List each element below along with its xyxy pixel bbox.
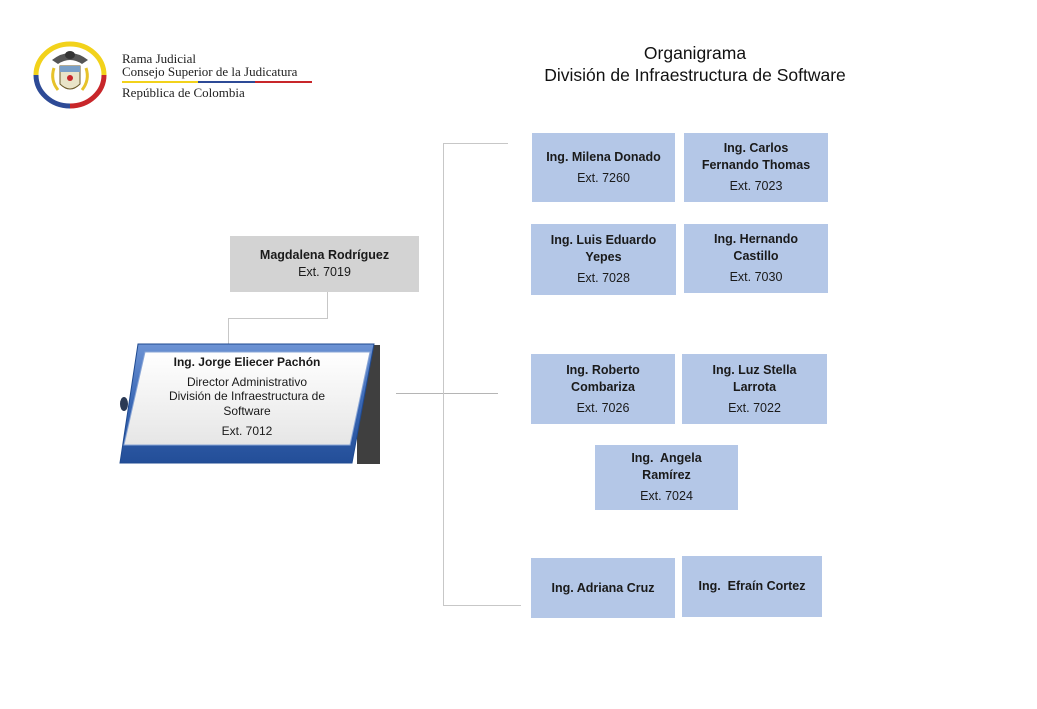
- director-connector-dot: [120, 397, 128, 411]
- director-text: Ing. Jorge Eliecer Pachón Director Admin…: [152, 355, 342, 439]
- connector-top-branch: [443, 143, 508, 144]
- connector-assistant-down: [327, 292, 328, 318]
- staff-name: Ing. Luis Eduardo Yepes: [550, 233, 657, 264]
- staff-ext: Ext. 7260: [577, 170, 630, 185]
- connector-bottom-branch: [443, 605, 521, 606]
- logo-text: Rama Judicial Consejo Superior de la Jud…: [122, 52, 312, 100]
- staff-name: Ing. Adriana Cruz: [551, 580, 655, 595]
- logo-line-republica: República de Colombia: [122, 85, 245, 100]
- director-role: Director Administrativo: [186, 374, 308, 389]
- director-ext: Ext. 7012: [221, 424, 273, 438]
- staff-name: Ing. Carlos Fernando Thomas: [701, 141, 811, 172]
- chart-title: Organigrama División de Infraestructura …: [500, 42, 890, 86]
- staff-ext: Ext. 7024: [640, 489, 693, 503]
- staff-box-luis-eduardo-yepes[interactable]: Ing. Luis Eduardo Yepes Ext. 7028: [531, 224, 676, 295]
- director-division: División de Infraestructura de Software: [168, 389, 326, 418]
- staff-name: Ing. Luz Stella Larrota: [712, 362, 797, 394]
- staff-box-roberto-combariza[interactable]: Ing. Roberto Combariza Ext. 7026: [531, 354, 675, 424]
- logo-line-consejo: Consejo Superior de la Judicatura: [122, 64, 298, 79]
- staff-box-efrain-cortez[interactable]: Ing. Efraín Cortez: [682, 556, 822, 617]
- connector-assistant-to-director: [228, 318, 229, 344]
- staff-ext: Ext. 7026: [576, 400, 630, 415]
- staff-name: Ing. Roberto Combariza: [566, 362, 640, 394]
- staff-name: Ing. Angela Ramírez: [631, 451, 706, 482]
- colombia-coat-of-arms-icon: [33, 41, 107, 109]
- staff-name: Ing. Hernando Castillo: [713, 232, 799, 263]
- director-box[interactable]: [112, 340, 387, 470]
- staff-box-carlos-fernando-thomas[interactable]: Ing. Carlos Fernando Thomas Ext. 7023: [684, 133, 828, 202]
- staff-ext: Ext. 7023: [729, 179, 783, 193]
- staff-ext: Ext. 7022: [728, 400, 781, 415]
- assistant-name: Magdalena Rodríguez: [259, 248, 390, 262]
- staff-box-milena-donado[interactable]: Ing. Milena Donado Ext. 7260: [532, 133, 675, 202]
- staff-box-adriana-cruz[interactable]: Ing. Adriana Cruz: [531, 558, 675, 618]
- title-line-1: Organigrama: [643, 43, 747, 63]
- staff-ext: Ext. 7030: [729, 270, 783, 284]
- logo-tricolor-rule: [122, 81, 312, 83]
- assistant-box[interactable]: Magdalena Rodríguez Ext. 7019: [230, 236, 419, 292]
- director-name: Ing. Jorge Eliecer Pachón: [173, 355, 321, 369]
- connector-vertical-spine: [443, 143, 444, 606]
- staff-name: Ing. Milena Donado: [546, 149, 661, 164]
- connector-assistant-horizontal: [228, 318, 328, 319]
- staff-ext: Ext. 7028: [577, 271, 630, 285]
- director-box-frame: [119, 343, 380, 464]
- staff-box-hernando-castillo[interactable]: Ing. Hernando Castillo Ext. 7030: [684, 224, 828, 293]
- staff-box-luz-stella-larrota[interactable]: Ing. Luz Stella Larrota Ext. 7022: [682, 354, 827, 424]
- title-line-2: División de Infraestructura de Software: [544, 65, 846, 85]
- staff-name: Ing. Efraín Cortez: [698, 579, 806, 593]
- staff-box-angela-ramirez[interactable]: Ing. Angela Ramírez Ext. 7024: [595, 445, 738, 510]
- logo-line-rama-judicial: Rama Judicial: [122, 51, 197, 66]
- assistant-ext: Ext. 7019: [298, 265, 351, 279]
- rama-judicial-logo: Rama Judicial Consejo Superior de la Jud…: [30, 40, 330, 112]
- connector-director-trunk: [396, 393, 498, 394]
